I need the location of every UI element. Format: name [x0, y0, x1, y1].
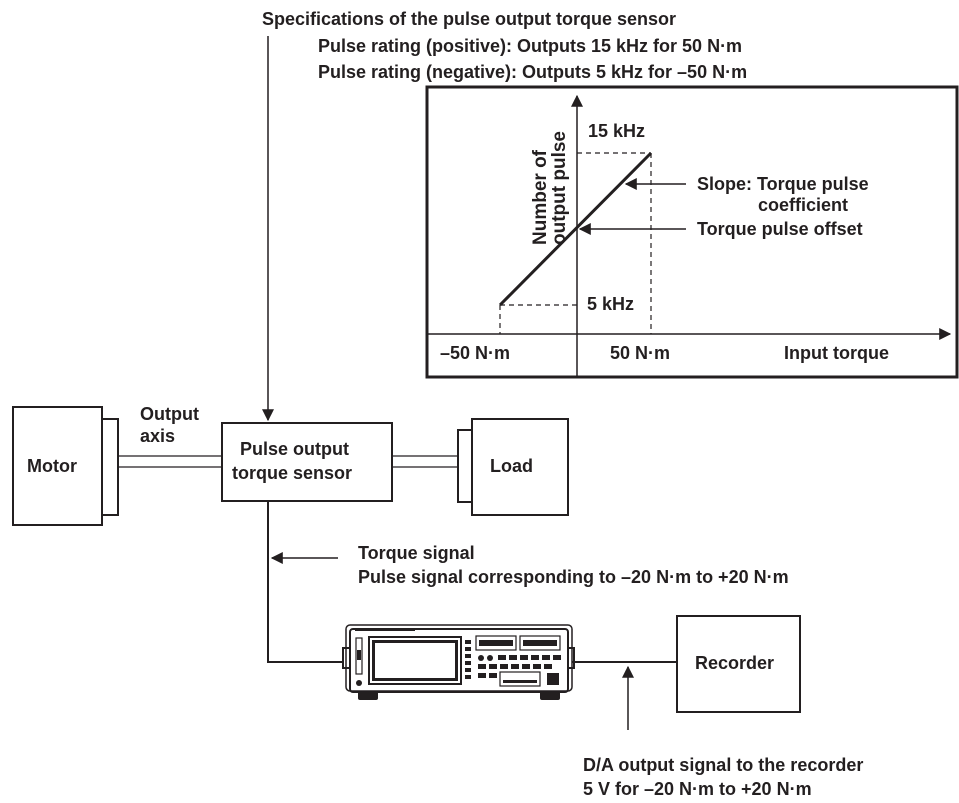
torque-signal-label-line1: Torque signal: [358, 543, 475, 563]
spec-line-negative: Pulse rating (negative): Outputs 5 kHz f…: [318, 62, 747, 82]
torque-signal-label-line2: Pulse signal corresponding to –20 N·m to…: [358, 567, 789, 587]
motor-block: Motor: [12, 406, 119, 526]
slope-label-line2: coefficient: [758, 195, 848, 215]
load-block: Load: [457, 418, 569, 516]
y-axis-label-line1: Number of: [530, 149, 551, 245]
tick-pos50: 50 N·m: [610, 343, 670, 363]
recorder-label: Recorder: [695, 653, 774, 673]
da-label-line1: D/A output signal to the recorder: [583, 755, 863, 775]
output-axis-label-line1: Output: [140, 404, 199, 424]
graph-guide-lines: [499, 152, 652, 334]
tick-neg50: –50 N·m: [440, 343, 510, 363]
output-shaft-left: [118, 455, 222, 468]
sensor-label-line2: torque sensor: [232, 463, 352, 483]
tick-15khz: 15 kHz: [588, 121, 645, 141]
graph-frame: [425, 85, 959, 379]
x-axis-label: Input torque: [784, 343, 889, 363]
sensor-label-line1: Pulse output: [240, 439, 349, 459]
da-label-line2: 5 V for –20 N·m to +20 N·m: [583, 779, 812, 799]
y-axis-label-line2: output pulse: [549, 131, 570, 245]
slope-label-line1: Slope: Torque pulse: [697, 174, 869, 194]
torque-sensor-block: Pulse output torque sensor: [221, 422, 393, 502]
offset-label: Torque pulse offset: [697, 219, 863, 239]
power-analyzer-instrument: [342, 624, 575, 700]
torque-signal-wire: [267, 501, 348, 663]
tick-5khz: 5 kHz: [587, 294, 634, 314]
output-axis-label-line2: axis: [140, 426, 175, 446]
spec-line-positive: Pulse rating (positive): Outputs 15 kHz …: [318, 36, 742, 56]
load-label: Load: [490, 456, 533, 476]
motor-label: Motor: [27, 456, 77, 476]
spec-title: Specifications of the pulse output torqu…: [262, 9, 676, 29]
output-shaft-right: [392, 455, 458, 468]
recorder-block: Recorder: [676, 615, 801, 713]
